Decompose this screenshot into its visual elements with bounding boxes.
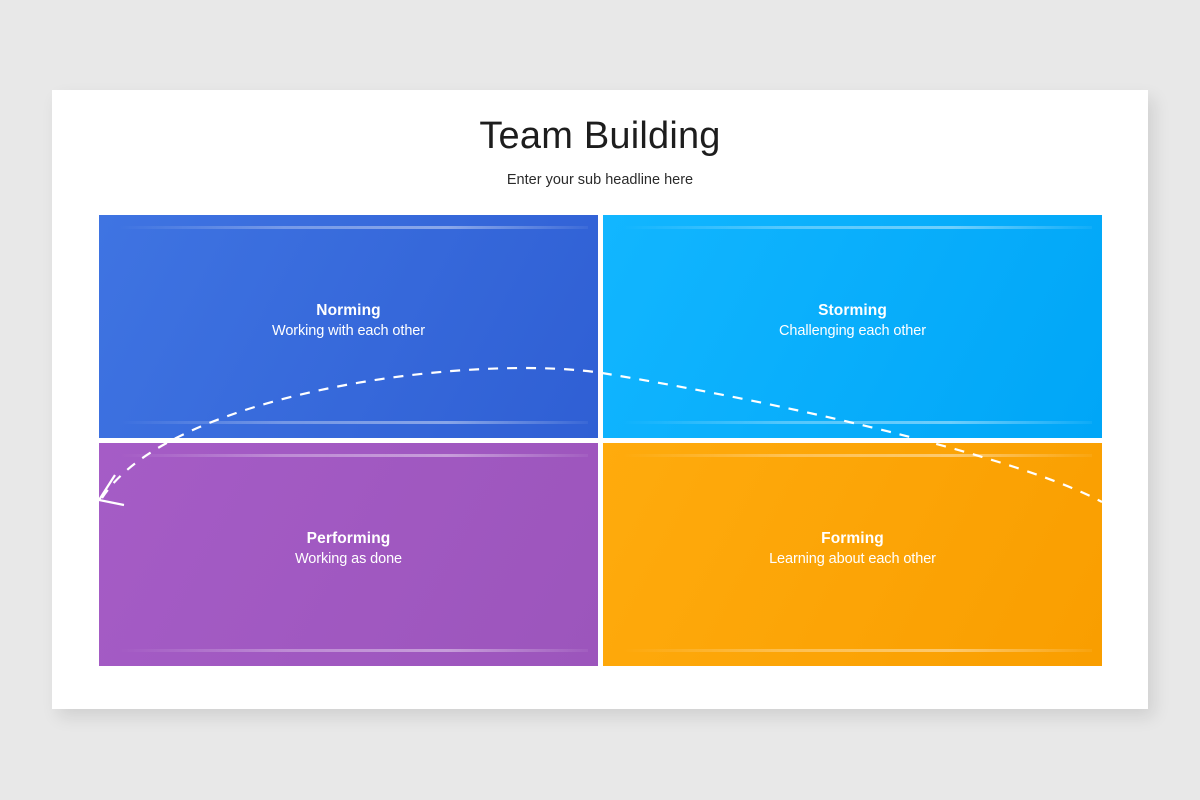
quadrant-performing-text: Performing Working as done — [99, 528, 598, 570]
quadrant-grid: Norming Working with each other Storming… — [99, 215, 1102, 668]
slide-card: Team Building Enter your sub headline he… — [52, 90, 1148, 709]
page-subtitle: Enter your sub headline here — [506, 172, 694, 188]
quadrant-forming[interactable]: Forming Learning about each other — [603, 443, 1102, 666]
quadrant-storming[interactable]: Storming Challenging each other — [603, 215, 1102, 438]
quadrant-storming-description: Challenging each other — [779, 323, 926, 339]
quadrant-performing[interactable]: Performing Working as done — [99, 443, 598, 666]
quadrant-forming-title: Forming — [821, 530, 884, 547]
quadrant-norming-text: Norming Working with each other — [99, 300, 598, 342]
quadrant-forming-description: Learning about each other — [769, 551, 936, 567]
page-title: Team Building — [479, 115, 721, 157]
quadrant-storming-text: Storming Challenging each other — [603, 300, 1102, 342]
quadrant-norming[interactable]: Norming Working with each other — [99, 215, 598, 438]
quadrant-forming-text: Forming Learning about each other — [603, 528, 1102, 570]
quadrant-norming-description: Working with each other — [272, 323, 425, 339]
quadrant-norming-title: Norming — [316, 302, 381, 319]
quadrant-performing-description: Working as done — [294, 551, 403, 567]
quadrant-performing-title: Performing — [306, 530, 391, 547]
quadrant-storming-title: Storming — [818, 302, 887, 319]
